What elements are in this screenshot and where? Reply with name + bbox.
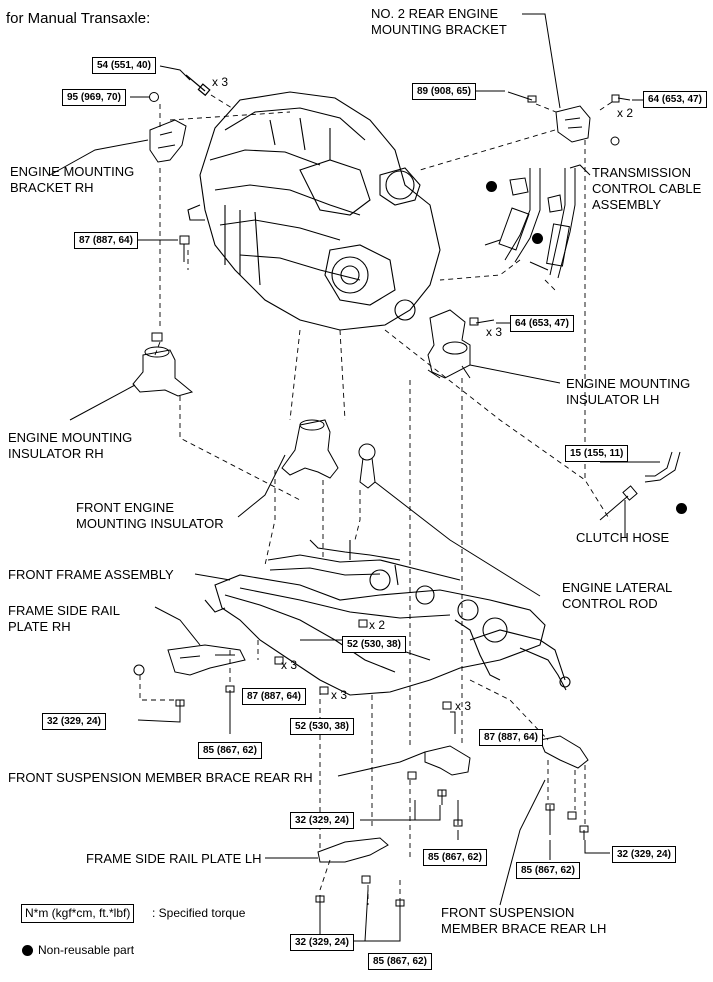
nut-87b: [274, 656, 284, 665]
legend-nonreusable: Non-reusable part: [38, 943, 135, 957]
torque-87c: 87 (887, 64): [479, 729, 543, 746]
torque-32c: 32 (329, 24): [612, 846, 676, 863]
torque-54: 54 (551, 40): [92, 57, 156, 74]
nut-no2: [610, 136, 620, 146]
multiplier-nut-87b: x 3: [281, 658, 298, 672]
torque-95: 95 (969, 70): [62, 89, 126, 106]
multiplier-nut-87c: x 3: [455, 699, 472, 713]
no2-rear-mounting-bracket: [555, 105, 591, 143]
frame-side-rail-plate-lh: [315, 837, 405, 930]
nonreusable-dot-cable-2: [532, 233, 543, 244]
nonreusable-dot-clutch: [676, 503, 687, 514]
multiplier-nut-52a: x 2: [369, 618, 386, 632]
torque-64b: 64 (653, 47): [510, 315, 574, 332]
label-transmission-control-cable: TRANSMISSION CONTROL CABLE ASSEMBLY: [592, 165, 702, 212]
engine-lateral-control-rod: [358, 443, 376, 489]
torque-32d: 32 (329, 24): [290, 934, 354, 951]
page-title: for Manual Transaxle:: [6, 10, 151, 27]
torque-52b: 52 (530, 38): [290, 718, 354, 735]
nut-52b: [319, 686, 329, 695]
multiplier-bolt-64a: x 2: [617, 106, 634, 120]
bolt-87a: [179, 235, 190, 262]
nonreusable-dot-cable-1: [486, 181, 497, 192]
engine-mounting-insulator-rh: [132, 332, 194, 397]
front-suspension-member-brace-rear-rh: [407, 745, 471, 827]
label-frame-side-rail-plate-lh: FRAME SIDE RAIL PLATE LH: [86, 851, 262, 866]
torque-85c: 85 (867, 62): [516, 862, 580, 879]
legend-torque-desc: : Specified torque: [152, 906, 246, 920]
bolt-64a: [611, 94, 631, 103]
multiplier-bolt-64b: x 3: [486, 325, 503, 339]
torque-64a: 64 (653, 47): [643, 91, 707, 108]
label-engine-mounting-bracket-rh: ENGINE MOUNTING BRACKET RH: [10, 164, 135, 195]
label-engine-mounting-insulator-rh: ENGINE MOUNTING INSULATOR RH: [8, 430, 133, 461]
torque-85a: 85 (867, 62): [198, 742, 262, 759]
multiplier-bolt-54: x 3: [212, 75, 229, 89]
bolt-89: [507, 91, 537, 103]
clutch-hose: [599, 451, 681, 521]
label-clutch-hose: CLUTCH HOSE: [576, 530, 670, 545]
torque-85d: 85 (867, 62): [368, 953, 432, 970]
front-engine-mounting-insulator: [281, 419, 339, 479]
torque-32b: 32 (329, 24): [290, 812, 354, 829]
legend-dot-icon: [22, 945, 33, 956]
torque-87a: 87 (887, 64): [74, 232, 138, 249]
bolt-54: [185, 74, 211, 97]
torque-85b: 85 (867, 62): [423, 849, 487, 866]
nut-52a: [358, 619, 368, 628]
torque-52a: 52 (530, 38): [342, 636, 406, 653]
front-suspension-member-brace-rear-lh: [539, 735, 589, 840]
nut-87c: [442, 701, 452, 710]
label-front-engine-mounting-insulator: FRONT ENGINE MOUNTING INSULATOR: [76, 500, 224, 531]
front-frame-assembly: [204, 539, 571, 696]
torque-15: 15 (155, 11): [565, 445, 629, 462]
label-frame-side-rail-plate-rh: FRAME SIDE RAIL PLATE RH: [8, 603, 120, 634]
torque-87b: 87 (887, 64): [242, 688, 306, 705]
engine-mounting-bracket-rh: [149, 119, 187, 163]
multiplier-nut-52b: x 3: [331, 688, 348, 702]
torque-32a: 32 (329, 24): [42, 713, 106, 730]
alignment-lines: [139, 94, 613, 905]
label-front-frame-assembly: FRONT FRAME ASSEMBLY: [8, 567, 174, 582]
transmission-control-cable: [484, 168, 576, 279]
label-no2-rear-engine-mounting-bracket: NO. 2 REAR ENGINE MOUNTING BRACKET: [371, 6, 507, 37]
label-engine-mounting-insulator-lh: ENGINE MOUNTING INSULATOR LH: [566, 376, 691, 407]
nut-95: [149, 92, 159, 102]
label-front-suspension-member-brace-rear-lh: FRONT SUSPENSION MEMBER BRACE REAR LH: [441, 905, 607, 936]
engine-transaxle-assembly: [187, 91, 441, 331]
frame-side-rail-plate-rh: [133, 644, 246, 715]
label-front-suspension-member-brace-rear-rh: FRONT SUSPENSION MEMBER BRACE REAR RH: [8, 770, 313, 785]
legend-torque-unit: N*m (kgf*cm, ft.*lbf): [21, 904, 135, 923]
label-engine-lateral-control-rod: ENGINE LATERAL CONTROL ROD: [562, 580, 673, 611]
torque-89: 89 (908, 65): [412, 83, 476, 100]
leader-lines: [49, 13, 660, 942]
